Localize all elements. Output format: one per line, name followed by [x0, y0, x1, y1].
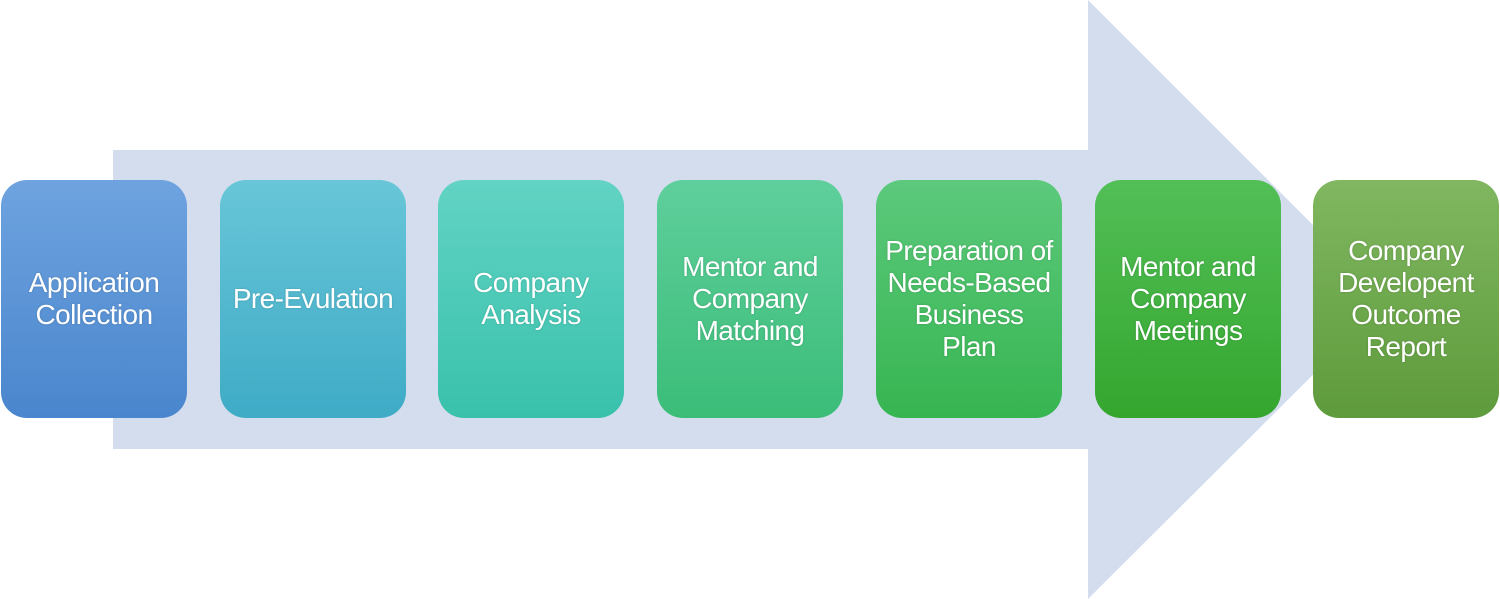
step-application-collection: Application Collection: [1, 180, 187, 418]
step-business-plan-preparation: Preparation of Needs-Based Business Plan: [876, 180, 1062, 418]
step-outcome-report: Company Developent Outcome Report: [1313, 180, 1499, 418]
step-pre-evaluation: Pre-Evulation: [220, 180, 406, 418]
step-label: Application Collection: [28, 267, 160, 330]
step-mentor-company-meetings: Mentor and Company Meetings: [1095, 180, 1281, 418]
step-label: Mentor and Company Meetings: [1120, 251, 1256, 346]
step-company-analysis: Company Analysis: [438, 180, 624, 418]
step-label: Mentor and Company Matching: [682, 251, 818, 346]
step-label: Preparation of Needs-Based Business Plan: [885, 235, 1053, 362]
step-mentor-company-matching: Mentor and Company Matching: [657, 180, 843, 418]
step-label: Company Analysis: [473, 267, 589, 330]
step-label: Pre-Evulation: [232, 283, 394, 314]
step-label: Company Developent Outcome Report: [1338, 235, 1474, 362]
